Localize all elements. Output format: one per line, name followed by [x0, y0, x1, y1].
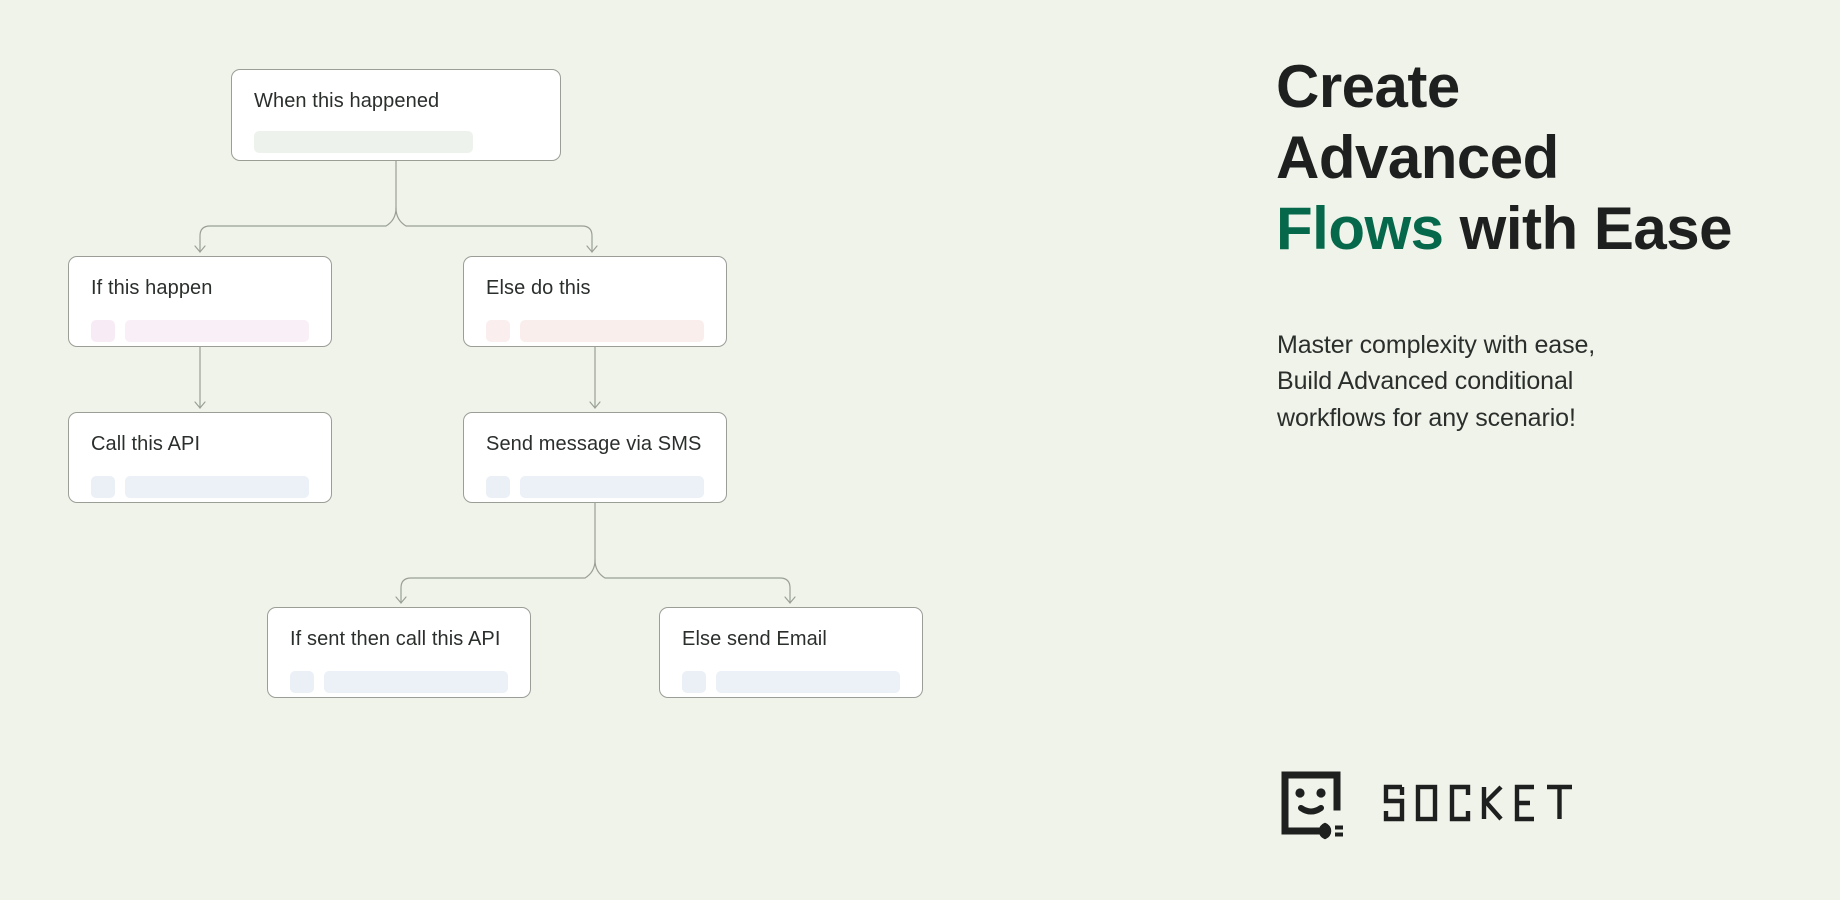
flow-node-fields — [486, 476, 704, 498]
field-placeholder-chip — [486, 320, 510, 342]
flow-node-trigger[interactable]: When this happened — [231, 69, 561, 161]
edge-sms-to-ifsent — [400, 559, 596, 604]
arrowhead-call-api — [194, 401, 206, 409]
promo-panel: Create Advanced Flows with Ease Master c… — [1263, 0, 1823, 900]
flow-node-fields — [290, 671, 508, 693]
subhead-line-3: workflows for any scenario! — [1277, 403, 1576, 432]
arrowhead-else-email — [784, 596, 796, 604]
field-placeholder-bar — [716, 671, 900, 693]
arrowhead-send-sms — [589, 401, 601, 409]
flow-node-fields — [254, 131, 538, 153]
flow-node-fields — [91, 320, 309, 342]
logo-smile — [1298, 805, 1324, 815]
flow-node-if-branch[interactable]: If this happen — [68, 256, 332, 347]
flow-node-else-branch[interactable]: Else do this — [463, 256, 727, 347]
headline-line-1: Create — [1276, 53, 1460, 120]
socket-face-plug-icon — [1281, 771, 1343, 840]
flow-node-call-api[interactable]: Call this API — [68, 412, 332, 503]
flow-node-title: Call this API — [91, 433, 201, 455]
headline-accent-word: Flows — [1276, 194, 1444, 262]
flow-node-title: Send message via SMS — [486, 433, 702, 455]
field-placeholder-chip — [486, 476, 510, 498]
field-placeholder-bar — [520, 320, 704, 342]
flow-node-else-email[interactable]: Else send Email — [659, 607, 923, 698]
flow-node-fields — [486, 320, 704, 342]
field-placeholder-bar — [324, 671, 508, 693]
flow-node-fields — [682, 671, 900, 693]
subhead-line-2: Build Advanced conditional — [1277, 367, 1574, 396]
field-placeholder-bar — [254, 131, 473, 153]
arrowhead-if-branch — [194, 245, 206, 253]
field-placeholder-chip — [682, 671, 706, 693]
field-placeholder-bar — [520, 476, 704, 498]
flow-node-title: If this happen — [91, 277, 213, 299]
promo-headline: Create Advanced Flows with Ease — [1276, 52, 1732, 264]
flow-node-title: If sent then call this API — [290, 628, 501, 650]
edge-sms-to-email — [594, 559, 791, 604]
edge-trigger-to-else — [395, 207, 593, 249]
flow-node-title: When this happened — [254, 90, 440, 112]
edge-trigger-to-if — [199, 207, 397, 249]
field-placeholder-chip — [290, 671, 314, 693]
field-placeholder-bar — [125, 320, 309, 342]
logo-eye-right — [1316, 788, 1326, 798]
headline-line-2: Advanced — [1276, 123, 1559, 191]
flow-builder-canvas[interactable]: When this happened If this happen Else d… — [0, 0, 1100, 900]
flow-node-title: Else send Email — [682, 628, 827, 650]
field-placeholder-chip — [91, 320, 115, 342]
logo-eye-left — [1295, 788, 1305, 798]
logo-plug-body — [1318, 822, 1332, 840]
logo-plug-prongs — [1335, 825, 1343, 837]
headline-line-3-rest: with Ease — [1443, 194, 1733, 262]
field-placeholder-chip — [91, 476, 115, 498]
socket-wordmark — [1383, 784, 1572, 822]
flow-node-title: Else do this — [486, 277, 591, 299]
flow-node-send-sms[interactable]: Send message via SMS — [463, 412, 727, 503]
subhead-line-1: Master complexity with ease, — [1277, 331, 1596, 359]
promo-subhead: Master complexity with ease, Build Advan… — [1277, 327, 1595, 436]
flow-node-if-sent-api[interactable]: If sent then call this API — [267, 607, 531, 698]
brand-logo — [1276, 766, 1578, 840]
flow-node-fields — [91, 476, 309, 498]
arrowhead-if-sent-api — [395, 596, 407, 604]
field-placeholder-bar — [125, 476, 309, 498]
arrowhead-else-branch — [586, 245, 598, 253]
